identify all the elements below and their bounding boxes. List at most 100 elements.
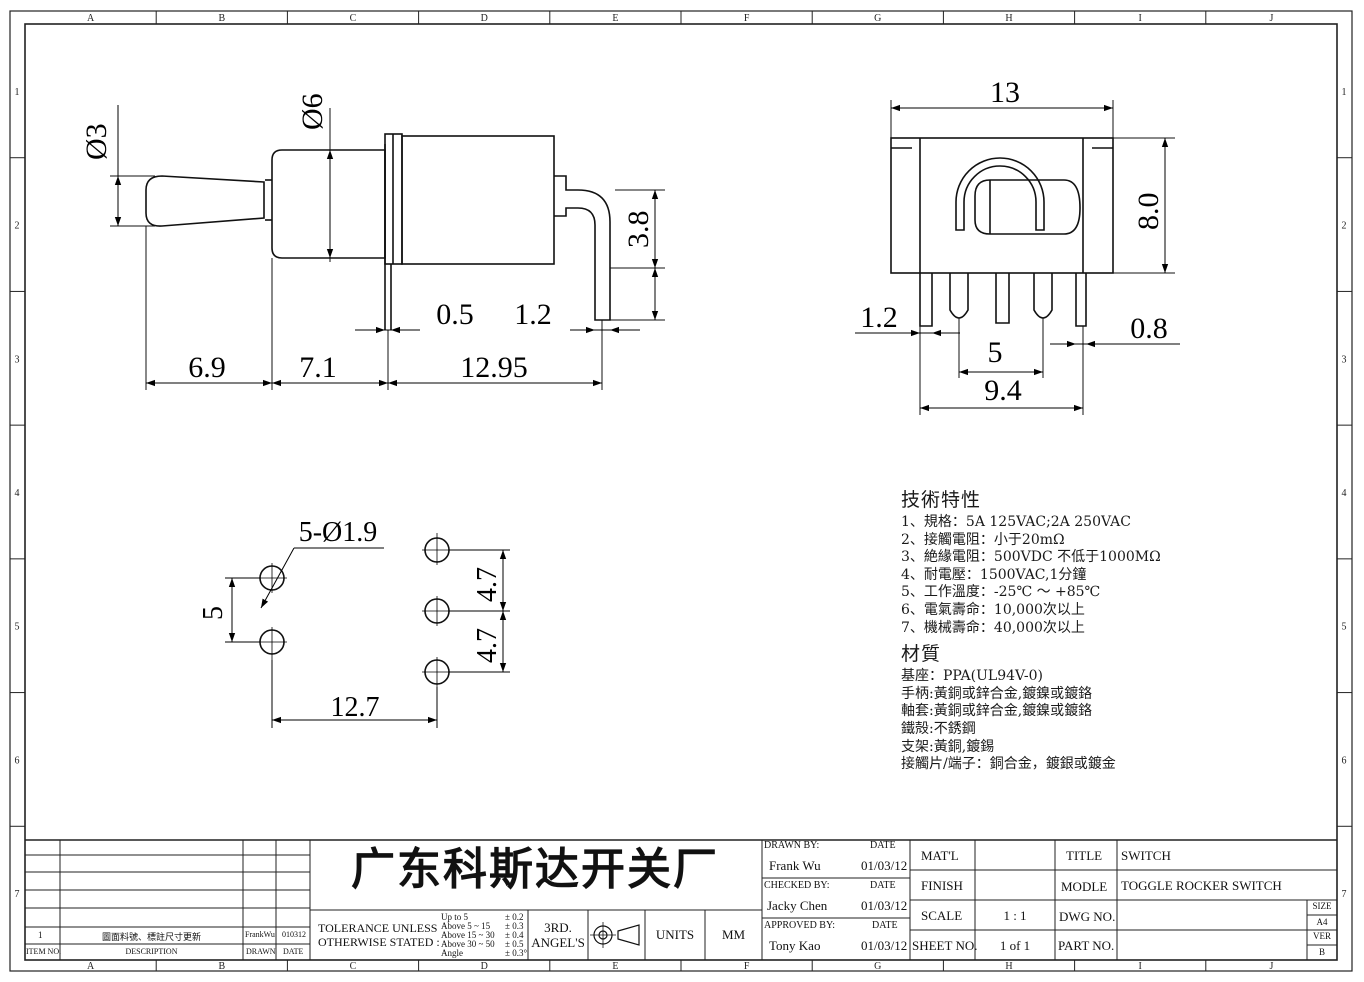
- pcb-layout: [259, 537, 450, 685]
- drawn-by-label: DRAWN BY:: [764, 840, 820, 851]
- grid-row-label: 3: [1342, 354, 1347, 365]
- grid-column-label: H: [1005, 13, 1012, 24]
- units-label: UNITS: [655, 927, 695, 942]
- front-view-dimensions: [855, 104, 1180, 412]
- units-value: MM: [721, 927, 746, 942]
- rev-item: 1: [38, 930, 43, 940]
- grid-column-label: F: [744, 961, 750, 972]
- grid-column-label: J: [1269, 13, 1273, 24]
- tolerance-range: Up to 5: [441, 912, 468, 922]
- grid-column-label: B: [218, 961, 225, 972]
- scale-label: SCALE: [921, 908, 963, 923]
- grid-row-label: 7: [15, 889, 20, 900]
- tolerance-value: ± 0.3: [505, 921, 524, 931]
- pcb-centerlines: [257, 533, 452, 687]
- side-view-dimensions: [114, 105, 659, 387]
- dim-bushing-diameter: Ø6: [296, 93, 329, 130]
- tolerance-label-1: TOLERANCE UNLESS: [318, 921, 438, 935]
- dim-pcb-holes: 5-Ø1.9: [299, 517, 378, 548]
- dim-toggle-diameter: Ø3: [80, 123, 113, 160]
- spec-item: 6、電氣壽命：10,000次以上: [901, 601, 1085, 618]
- tolerance-range: Above 5 ~ 15: [441, 921, 491, 931]
- dim-pcb-pitch-right-1: 4.7: [472, 567, 503, 602]
- bushing: [271, 149, 386, 259]
- tolerance-value: ± 0.5: [505, 939, 524, 949]
- finish-label: FINISH: [921, 878, 963, 893]
- tolerance-range: Angle: [441, 948, 463, 958]
- materials-title: 材質: [901, 643, 942, 666]
- projection-label-2: ANGEL'S: [531, 935, 585, 950]
- specs-title: 技術特性: [901, 489, 982, 511]
- dim-gap: 0.5: [436, 298, 474, 331]
- grid-column-label: J: [1269, 961, 1273, 972]
- front-view: [890, 100, 1175, 415]
- checked-by-date: 01/03/12: [861, 898, 908, 913]
- checked-by-date-label: DATE: [870, 880, 896, 891]
- tolerance-range: Above 15 ~ 30: [441, 930, 495, 940]
- grid-column-label: C: [350, 13, 357, 24]
- part-label: PART NO.: [1058, 938, 1115, 953]
- grid-column-label: H: [1005, 961, 1012, 972]
- title-value: SWITCH: [1121, 848, 1171, 863]
- dim-front-height: 8.0: [1132, 193, 1165, 231]
- grid-row-label: 4: [1342, 488, 1347, 499]
- grid-row-label: 4: [15, 488, 20, 499]
- title-label: TITLE: [1066, 848, 1103, 863]
- grid-row-label: 5: [15, 622, 20, 633]
- size-label: SIZE: [1312, 901, 1332, 911]
- grid-column-label: D: [481, 961, 488, 972]
- approved-by-name: Tony Kao: [769, 938, 821, 953]
- rev-drawn-header: DRAWN: [246, 947, 276, 956]
- rev-drawn: FrankWu: [245, 930, 275, 939]
- grid-row-label: 1: [1342, 87, 1347, 98]
- dim-front-width: 13: [990, 76, 1020, 109]
- dim-toggle-length: 6.9: [188, 351, 226, 384]
- rev-item-header: ITEM NO.: [26, 947, 62, 956]
- front-terminal-5: [1075, 273, 1087, 327]
- spec-item: 7、機械壽命：40,000次以上: [901, 619, 1085, 636]
- model-value: TOGGLE ROCKER SWITCH: [1121, 878, 1282, 893]
- tolerance-value: ± 0.3°: [505, 948, 528, 958]
- sheet-label: SHEET NO.: [912, 938, 978, 953]
- drawn-by-name: Frank Wu: [769, 858, 821, 873]
- grid-column-label: B: [218, 13, 225, 24]
- dim-front-pitch: 5: [988, 336, 1003, 369]
- front-terminal-4: [1033, 273, 1053, 319]
- ver-label: VER: [1313, 931, 1331, 941]
- rev-date: 010312: [282, 930, 306, 939]
- projection-label-1: 3RD.: [544, 920, 572, 935]
- spec-item: 2、接觸電阻：小于20mΩ: [901, 531, 1065, 548]
- grid-column-label: E: [612, 13, 618, 24]
- approved-by-label: APPROVED BY:: [764, 920, 836, 931]
- dim-terminal-height: 3.8: [622, 211, 655, 249]
- grid-column-label: D: [481, 13, 488, 24]
- spec-item: 5、工作溫度：-25℃ ～ +85℃: [901, 584, 1101, 601]
- spec-item: 3、絶緣電阻：500VDC 不低于1000MΩ: [901, 549, 1161, 566]
- title-block-grid: [25, 839, 1337, 960]
- front-terminal-2: [949, 273, 969, 319]
- pcb-dimensions: [225, 547, 510, 728]
- grid-column-label: G: [874, 13, 881, 24]
- grid-row-label: 2: [1342, 221, 1347, 232]
- material-item: 手柄:黃銅或鋅合金,鍍鎳或鍍鉻: [901, 685, 1093, 702]
- ver-value: B: [1318, 947, 1325, 957]
- tolerance-range: Above 30 ~ 50: [441, 939, 495, 949]
- size-value: A4: [1316, 917, 1328, 927]
- scale-value: 1 : 1: [1003, 908, 1027, 923]
- side-view: [110, 108, 665, 390]
- grid-row-label: 2: [15, 221, 20, 232]
- spec-item: 1、規格：5A 125VAC;2A 250VAC: [901, 514, 1131, 530]
- grid-column-label: G: [874, 961, 881, 972]
- tolerance-label-2: OTHERWISE STATED :: [318, 935, 440, 949]
- grid-row-label: 6: [1342, 755, 1347, 766]
- front-terminal-1: [919, 273, 933, 327]
- technical-specs: 技術特性 1、規格：5A 125VAC;2A 250VAC 2、接觸電阻：小于2…: [901, 485, 1331, 774]
- grid-row-label: 6: [15, 755, 20, 766]
- grid-column-label: I: [1139, 961, 1142, 972]
- checked-by-name: Jacky Chen: [767, 898, 828, 913]
- checked-by-label: CHECKED BY:: [764, 880, 830, 891]
- grid-column-label: A: [87, 13, 95, 24]
- material-item: 鐵殻:不銹鋼: [901, 720, 976, 737]
